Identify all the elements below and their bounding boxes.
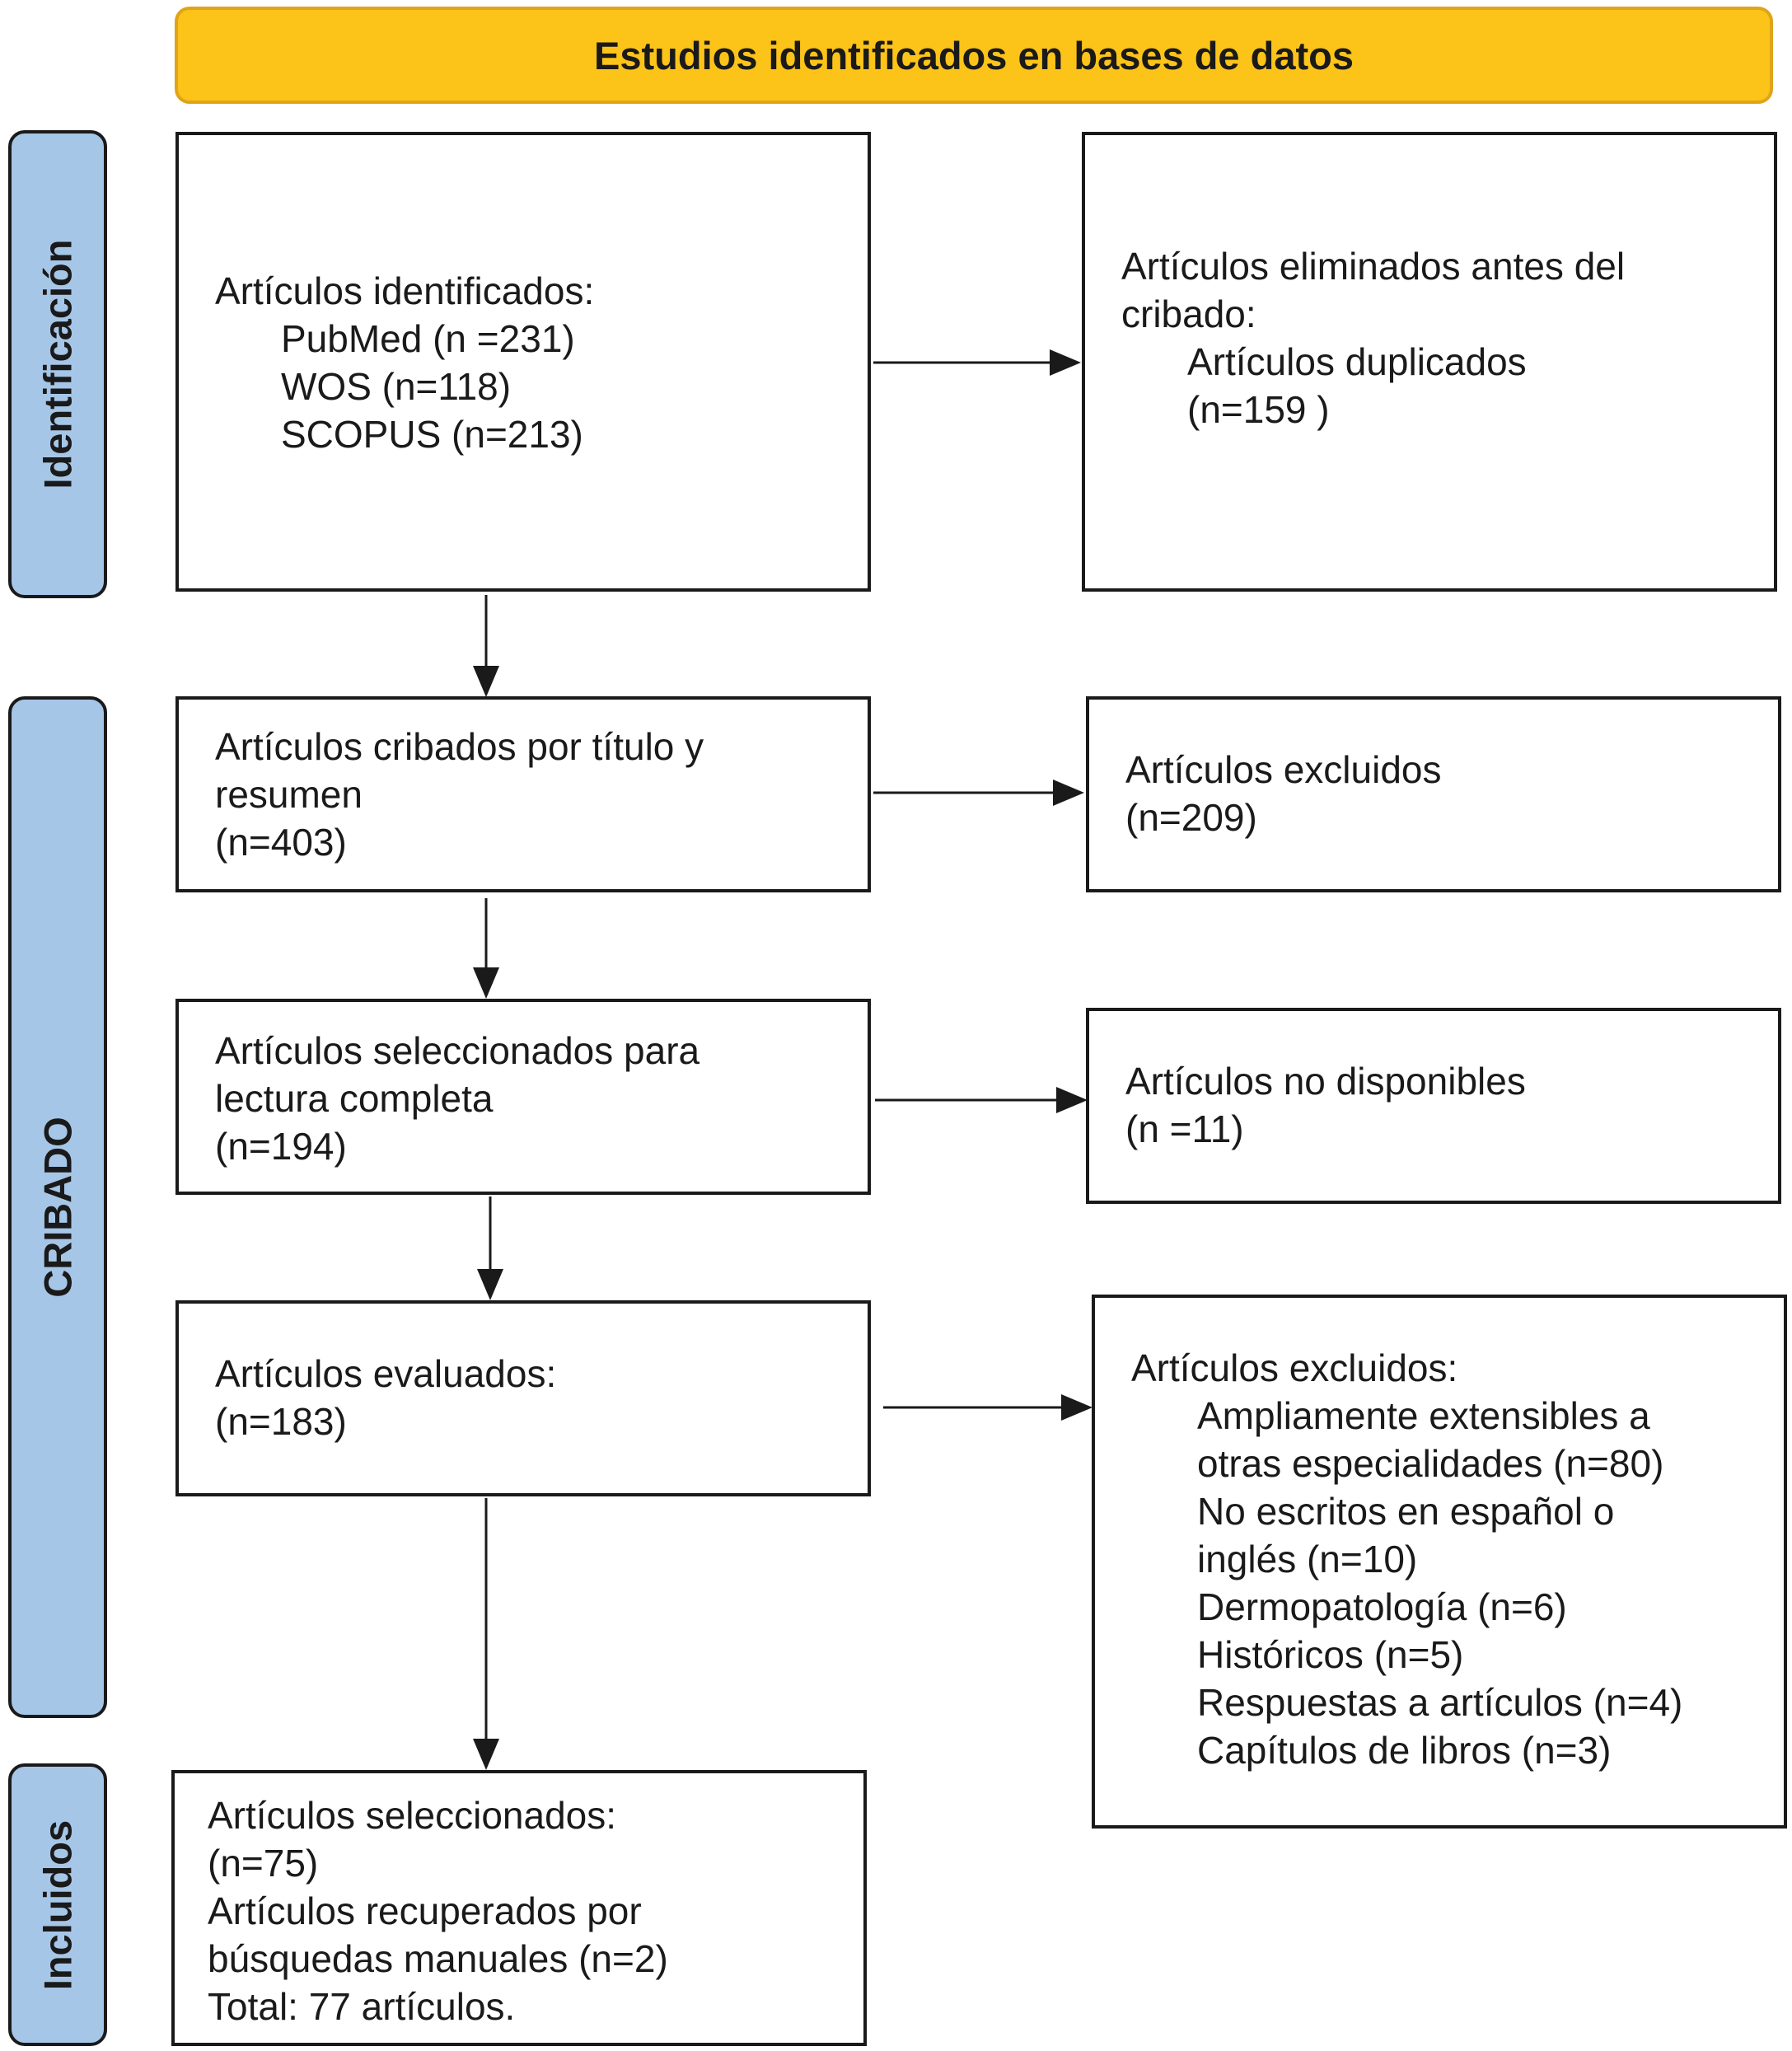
identified-item: WOS (n=118) bbox=[281, 365, 512, 408]
evaluated-line: (n=183) bbox=[215, 1400, 347, 1443]
removed-item: (n=159 ) bbox=[1187, 388, 1330, 431]
arrowhead bbox=[1056, 1087, 1088, 1113]
excluded2-text: Artículos excluidos: Ampliamente extensi… bbox=[1131, 1344, 1682, 1774]
selected-full-line: (n=194) bbox=[215, 1125, 347, 1168]
arrowhead bbox=[1053, 780, 1084, 806]
evaluated-line: Artículos evaluados: bbox=[215, 1352, 557, 1395]
evaluated-text: Artículos evaluados: (n=183) bbox=[215, 1350, 556, 1445]
removed-title-line1: Artículos eliminados antes del bbox=[1121, 245, 1626, 288]
included-line: Artículos seleccionados: bbox=[208, 1794, 617, 1837]
box-evaluated: Artículos evaluados: (n=183) bbox=[175, 1300, 871, 1496]
selected-full-line: lectura completa bbox=[215, 1077, 494, 1120]
excluded2-item: otras especialidades (n=80) bbox=[1197, 1442, 1664, 1485]
identified-title: Artículos identificados: bbox=[215, 269, 595, 312]
excluded1-line: (n=209) bbox=[1125, 796, 1257, 839]
arrowhead bbox=[473, 1739, 499, 1770]
included-line: Artículos recuperados por bbox=[208, 1889, 642, 1932]
phase-identificacion: Identificación bbox=[8, 130, 107, 598]
removed-text: Artículos eliminados antes del cribado: … bbox=[1121, 242, 1625, 433]
screened-text: Artículos cribados por título y resumen … bbox=[215, 723, 704, 866]
box-excluded-2: Artículos excluidos: Ampliamente extensi… bbox=[1092, 1295, 1787, 1829]
identified-item: SCOPUS (n=213) bbox=[281, 413, 583, 456]
box-unavailable: Artículos no disponibles (n =11) bbox=[1086, 1008, 1781, 1204]
screened-line: resumen bbox=[215, 773, 363, 816]
arrowhead bbox=[477, 1269, 503, 1300]
box-screened: Artículos cribados por título y resumen … bbox=[175, 696, 871, 892]
box-included: Artículos seleccionados: (n=75) Artículo… bbox=[171, 1770, 867, 2046]
included-line: búsquedas manuales (n=2) bbox=[208, 1937, 668, 1980]
unavailable-line: (n =11) bbox=[1125, 1107, 1244, 1150]
arrowhead bbox=[1050, 349, 1081, 376]
unavailable-text: Artículos no disponibles (n =11) bbox=[1125, 1057, 1526, 1153]
phase-cribado: CRIBADO bbox=[8, 696, 107, 1718]
included-text: Artículos seleccionados: (n=75) Artículo… bbox=[208, 1791, 668, 2030]
box-identified: Artículos identificados: PubMed (n =231)… bbox=[175, 132, 871, 592]
removed-title-line2: cribado: bbox=[1121, 293, 1256, 335]
box-excluded-1: Artículos excluidos (n=209) bbox=[1086, 696, 1781, 892]
selected-full-line: Artículos seleccionados para bbox=[215, 1029, 700, 1072]
arrowhead bbox=[1061, 1394, 1093, 1421]
excluded2-title: Artículos excluidos: bbox=[1131, 1346, 1458, 1389]
identified-text: Artículos identificados: PubMed (n =231)… bbox=[215, 267, 594, 458]
identified-item: PubMed (n =231) bbox=[281, 317, 575, 360]
excluded2-item: inglés (n=10) bbox=[1197, 1538, 1418, 1580]
excluded1-line: Artículos excluidos bbox=[1125, 748, 1442, 791]
excluded2-item: Respuestas a artículos (n=4) bbox=[1197, 1681, 1683, 1724]
excluded2-item: Dermopatología (n=6) bbox=[1197, 1585, 1567, 1628]
excluded2-item: Capítulos de libros (n=3) bbox=[1197, 1729, 1612, 1772]
arrowhead bbox=[473, 967, 499, 999]
header-banner: Estudios identificados en bases de datos bbox=[175, 7, 1773, 104]
screened-line: (n=403) bbox=[215, 821, 347, 864]
header-title: Estudios identificados en bases de datos bbox=[594, 33, 1354, 77]
included-line: Total: 77 artículos. bbox=[208, 1985, 516, 2028]
screened-line: Artículos cribados por título y bbox=[215, 725, 704, 768]
included-line: (n=75) bbox=[208, 1842, 319, 1885]
box-removed: Artículos eliminados antes del cribado: … bbox=[1082, 132, 1777, 592]
arrowhead bbox=[473, 666, 499, 697]
excluded2-item: Históricos (n=5) bbox=[1197, 1633, 1464, 1676]
unavailable-line: Artículos no disponibles bbox=[1125, 1060, 1526, 1103]
box-selected-full: Artículos seleccionados para lectura com… bbox=[175, 999, 871, 1195]
removed-item: Artículos duplicados bbox=[1187, 340, 1527, 383]
selected-full-text: Artículos seleccionados para lectura com… bbox=[215, 1027, 699, 1170]
excluded2-item: Ampliamente extensibles a bbox=[1197, 1394, 1650, 1437]
phase-incluidos: Incluidos bbox=[8, 1763, 107, 2046]
excluded1-text: Artículos excluidos (n=209) bbox=[1125, 746, 1442, 841]
excluded2-item: No escritos en español o bbox=[1197, 1490, 1615, 1533]
